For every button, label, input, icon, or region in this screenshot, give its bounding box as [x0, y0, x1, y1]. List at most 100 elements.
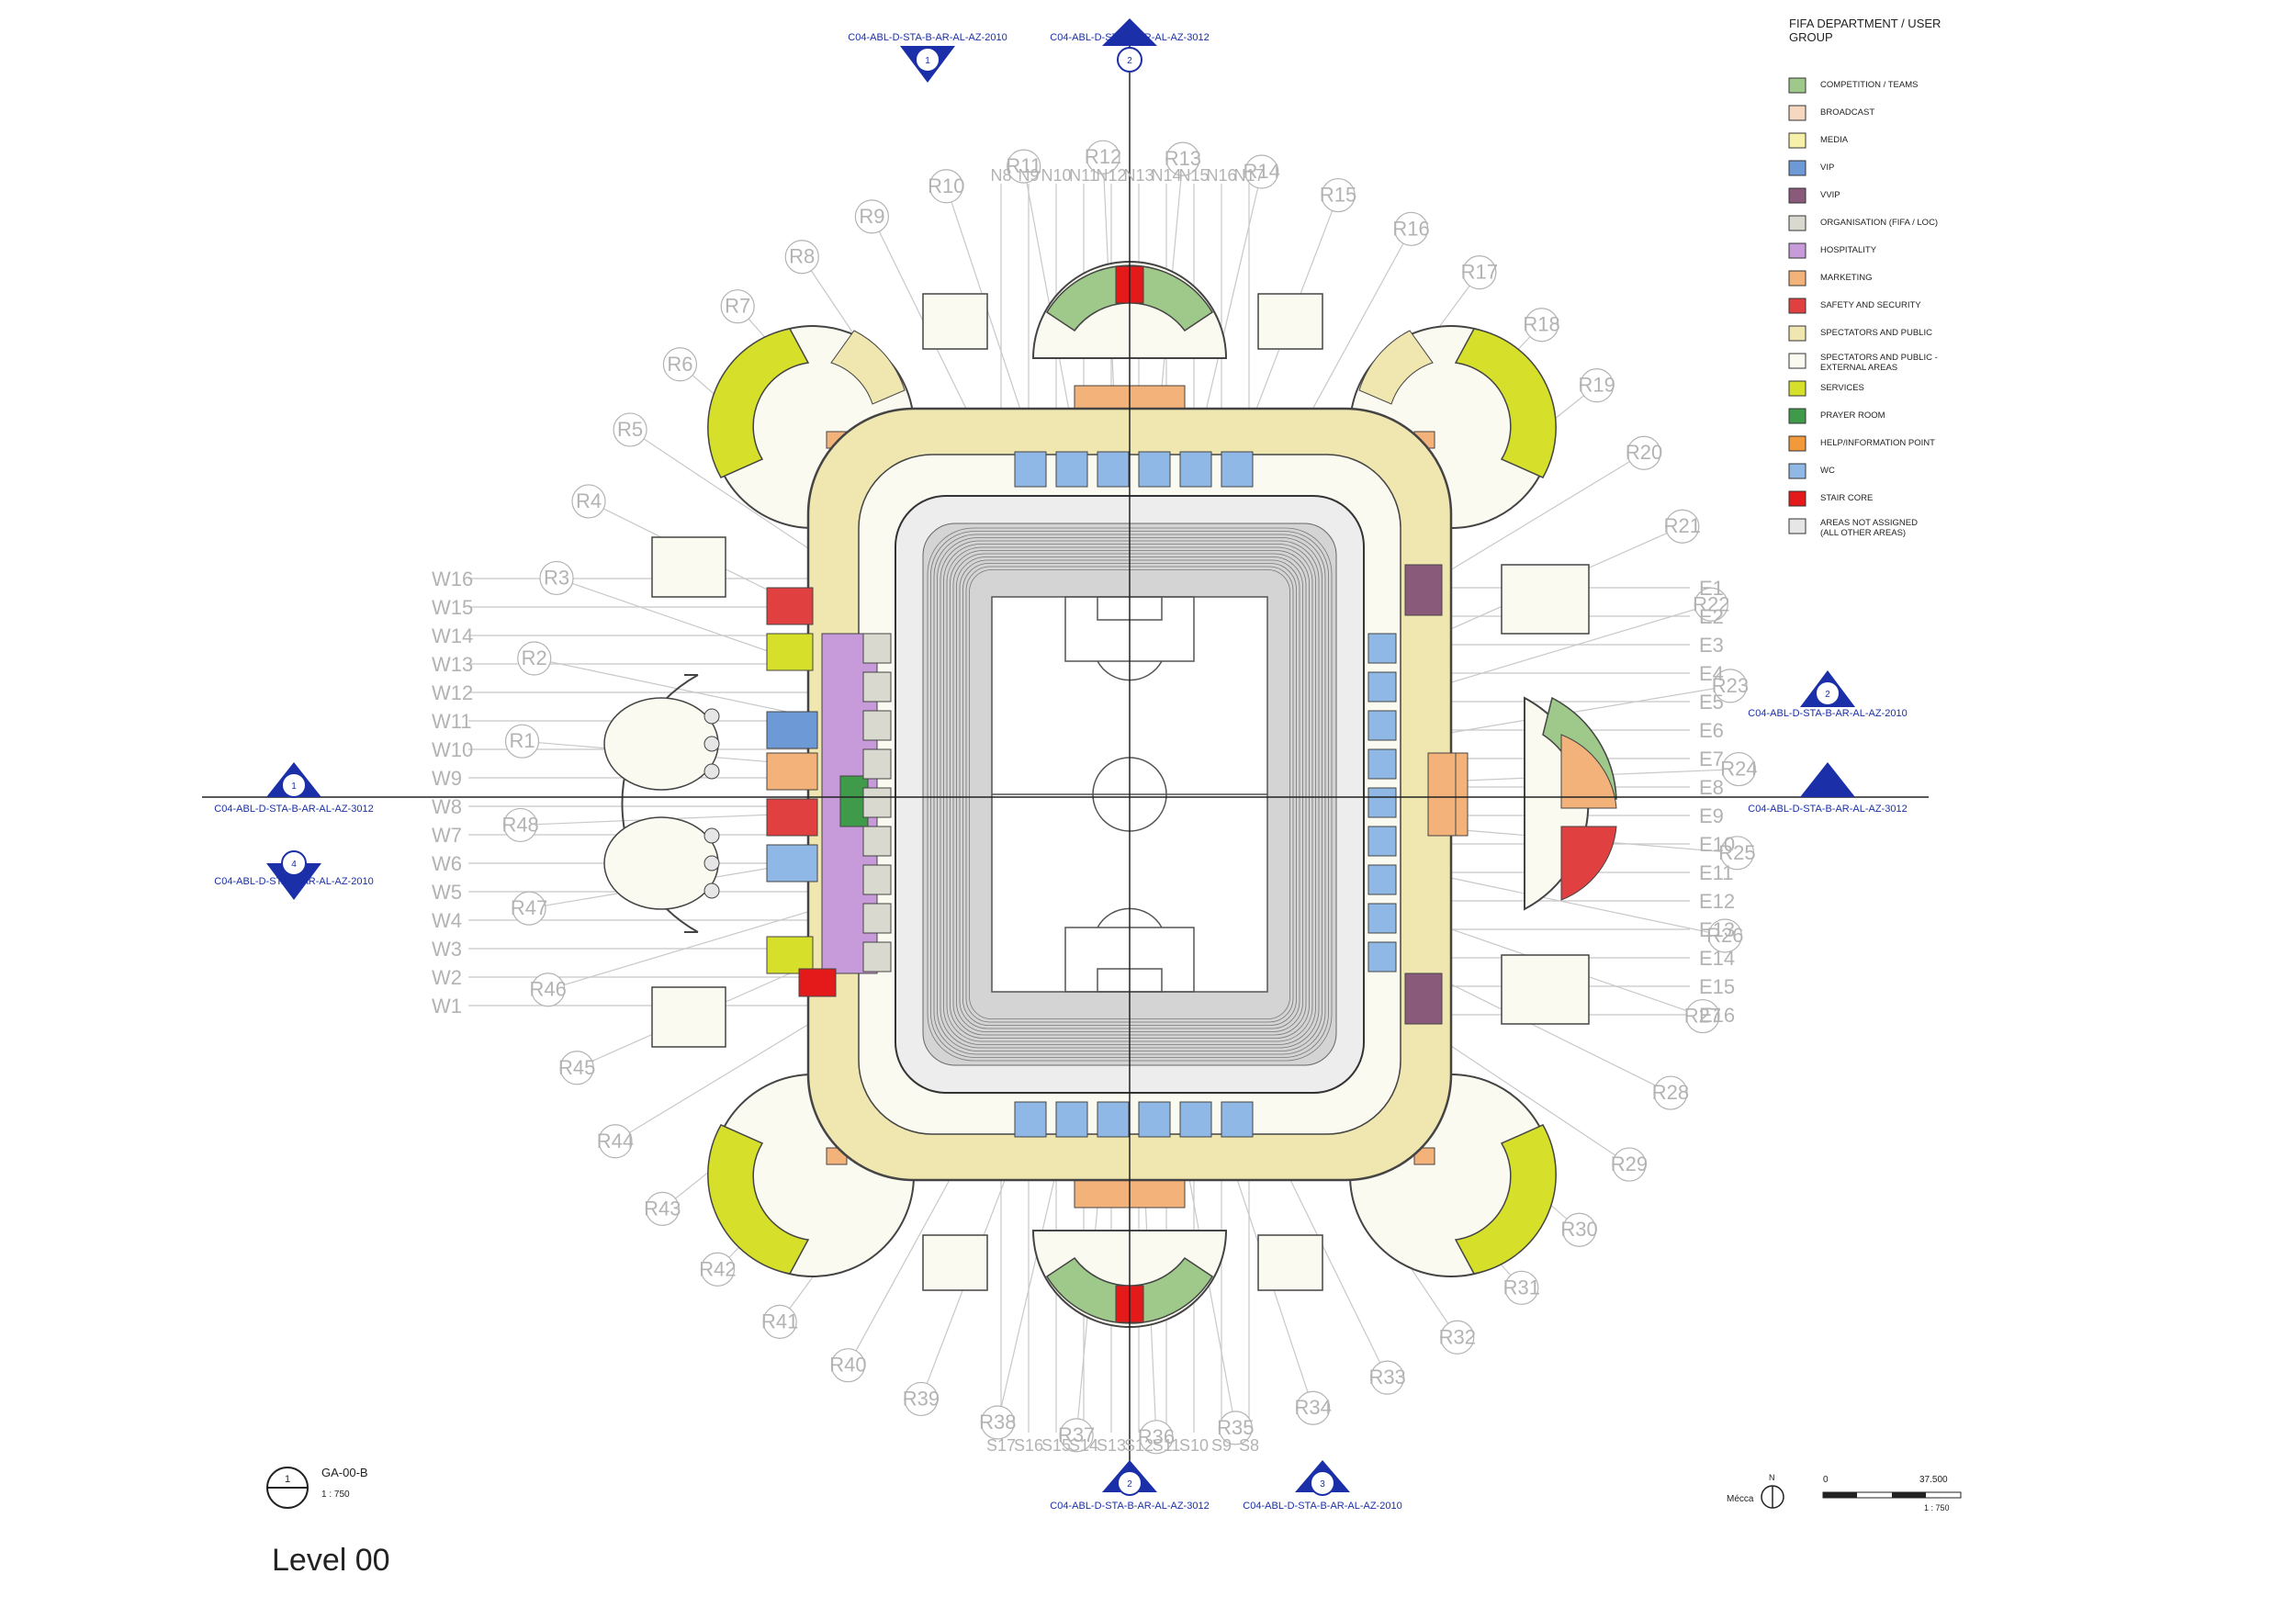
- section-marker-bottom-left[interactable]: 2 C04-ABL-D-STA-B-AR-AL-AZ-3012: [1050, 1460, 1210, 1512]
- section-marker-top-left[interactable]: 1 C04-ABL-D-STA-B-AR-AL-AZ-2010: [848, 32, 1007, 83]
- radial-grid-bubble: [929, 169, 963, 204]
- radial-grid-label: R39: [903, 1387, 940, 1410]
- section-marker-right-upper[interactable]: 2 C04-ABL-D-STA-B-AR-AL-AZ-2010: [1748, 670, 1908, 719]
- legend-label: STAIR CORE: [1820, 493, 1873, 503]
- drawing-id: GA-00-B: [321, 1466, 368, 1479]
- radial-grid-label: R4: [576, 489, 602, 512]
- radial-grid-label: R3: [544, 566, 569, 589]
- box-east: [1367, 787, 1397, 818]
- radial-grid-bubble: [1612, 1147, 1647, 1182]
- west-grid-label: W11: [432, 710, 472, 733]
- stair-cores: [651, 293, 1590, 1291]
- radial-grid-bubble: [1653, 1075, 1688, 1110]
- box-north: [1138, 451, 1171, 488]
- west-grid-label: W2: [432, 966, 462, 989]
- vip-boxes: [862, 451, 1397, 1138]
- east-grid-label: E5: [1699, 691, 1724, 714]
- section-marker-right-lower[interactable]: C04-ABL-D-STA-B-AR-AL-AZ-3012: [1748, 762, 1908, 815]
- radial-grid-bubble: [662, 347, 698, 382]
- legend-item: SAFETY AND SECURITY: [1788, 298, 1921, 314]
- north-grid-label: N10: [1041, 166, 1071, 185]
- box-north: [1055, 451, 1088, 488]
- section-marker-left-lower[interactable]: 4 C04-ABL-D-STA-B-AR-AL-AZ-2010: [214, 850, 374, 900]
- svg-text:1: 1: [925, 56, 930, 66]
- radial-grid-label: R17: [1461, 261, 1498, 284]
- radial-grid-bubble: [762, 1304, 797, 1339]
- radial-grid-bubble: [598, 1124, 633, 1159]
- box-west: [862, 748, 892, 780]
- radial-grid-label: R30: [1560, 1218, 1597, 1241]
- legend-item: VIP: [1788, 160, 1834, 176]
- svg-text:2: 2: [1127, 1479, 1132, 1490]
- radial-grid-bubble: [613, 412, 647, 447]
- east-grid-label: E15: [1699, 975, 1735, 998]
- scale-bar: Mécca N 0 37.500 1 : 750: [1727, 1473, 1962, 1512]
- scale-ratio: 1 : 750: [1924, 1503, 1950, 1512]
- box-north: [1097, 451, 1130, 488]
- radial-grid-bubble: [720, 289, 755, 324]
- radial-grid-label: R18: [1523, 313, 1559, 336]
- south-grid-label: S10: [1179, 1436, 1209, 1455]
- legend-item: COMPETITION / TEAMS: [1788, 77, 1918, 94]
- north-grid-label: N8: [990, 166, 1011, 185]
- box-south: [1138, 1101, 1171, 1138]
- legend-item: SERVICES: [1788, 380, 1864, 397]
- legend-label: VIP: [1820, 163, 1834, 173]
- legend-items: COMPETITION / TEAMSBROADCASTMEDIAVIPVVIP…: [1788, 77, 1938, 538]
- legend-item: WC: [1788, 463, 1835, 479]
- radial-grid-label: R45: [558, 1056, 595, 1079]
- legend-title: FIFA DEPARTMENT / USER: [1789, 17, 1941, 30]
- section-marker-top-right[interactable]: 2 C04-ABL-D-STA-B-AR-AL-AZ-3012: [1050, 18, 1210, 73]
- section-marker-bottom-right[interactable]: 3 C04-ABL-D-STA-B-AR-AL-AZ-2010: [1243, 1460, 1402, 1512]
- south-grid-label: S9: [1211, 1436, 1232, 1455]
- section-marker-left-upper[interactable]: 1 C04-ABL-D-STA-B-AR-AL-AZ-3012: [214, 762, 374, 815]
- legend-label: MEDIA: [1820, 135, 1849, 145]
- radial-grid-bubble: [1694, 587, 1728, 622]
- radial-grid-bubble: [904, 1381, 939, 1417]
- legend-item: MARKETING: [1788, 270, 1872, 287]
- radial-grid-label: R42: [699, 1257, 736, 1280]
- south-grid-label: S11: [1153, 1436, 1181, 1455]
- west-grid-label: W8: [432, 795, 462, 818]
- south-grid-label: S15: [1041, 1436, 1071, 1455]
- radial-grid-bubble: [830, 1348, 865, 1383]
- radial-grid-label: R11: [1006, 154, 1041, 177]
- box-north: [1221, 451, 1254, 488]
- legend-swatch: [1788, 490, 1806, 507]
- legend-label-line2: (ALL OTHER AREAS): [1820, 528, 1906, 538]
- radial-grid-label: R38: [979, 1411, 1016, 1433]
- radial-grid-label: R23: [1712, 674, 1749, 697]
- legend-label: HELP/INFORMATION POINT: [1820, 438, 1935, 448]
- radial-grid-bubble: [1059, 1418, 1094, 1453]
- svg-text:C04-ABL-D-STA-B-AR-AL-AZ-2010: C04-ABL-D-STA-B-AR-AL-AZ-2010: [1243, 1501, 1401, 1512]
- radial-grid-label: R27: [1684, 1005, 1721, 1028]
- radial-grid-bubble: [1561, 1212, 1597, 1247]
- box-east: [1367, 941, 1397, 973]
- east-grid-label: E2: [1699, 605, 1724, 628]
- radial-grid-label: R28: [1652, 1081, 1689, 1104]
- legend-label: BROADCAST: [1820, 107, 1874, 118]
- radial-grid-bubble: [1165, 141, 1200, 176]
- radial-grid-bubble: [1321, 177, 1356, 213]
- radial-grid-bubble: [1218, 1411, 1253, 1445]
- legend-item: AREAS NOT ASSIGNED(ALL OTHER AREAS): [1788, 518, 1918, 538]
- radial-grid-label: R46: [530, 978, 567, 1001]
- east-grid-label: E1: [1699, 577, 1724, 600]
- radial-grid-bubble: [1462, 255, 1497, 290]
- scale-start: 0: [1823, 1475, 1829, 1485]
- south-grid-label: S17: [986, 1436, 1016, 1455]
- east-block: [1404, 564, 1457, 1025]
- legend-swatch: [1788, 242, 1806, 259]
- svg-text:C04-ABL-D-STA-B-AR-AL-AZ-3012: C04-ABL-D-STA-B-AR-AL-AZ-3012: [1050, 32, 1209, 43]
- radial-grid-label: R19: [1578, 374, 1615, 397]
- box-east: [1367, 826, 1397, 857]
- west-grid-label: W3: [432, 938, 462, 961]
- radial-grid-label: R10: [928, 174, 964, 197]
- radial-grid-bubble: [559, 1051, 594, 1085]
- west-grid-label: W13: [432, 653, 473, 676]
- svg-text:C04-ABL-D-STA-B-AR-AL-AZ-2010: C04-ABL-D-STA-B-AR-AL-AZ-2010: [1748, 708, 1907, 719]
- drawing-scale: 1 : 750: [321, 1490, 350, 1500]
- north-label: N: [1769, 1473, 1775, 1482]
- legend-label: COMPETITION / TEAMS: [1820, 80, 1918, 90]
